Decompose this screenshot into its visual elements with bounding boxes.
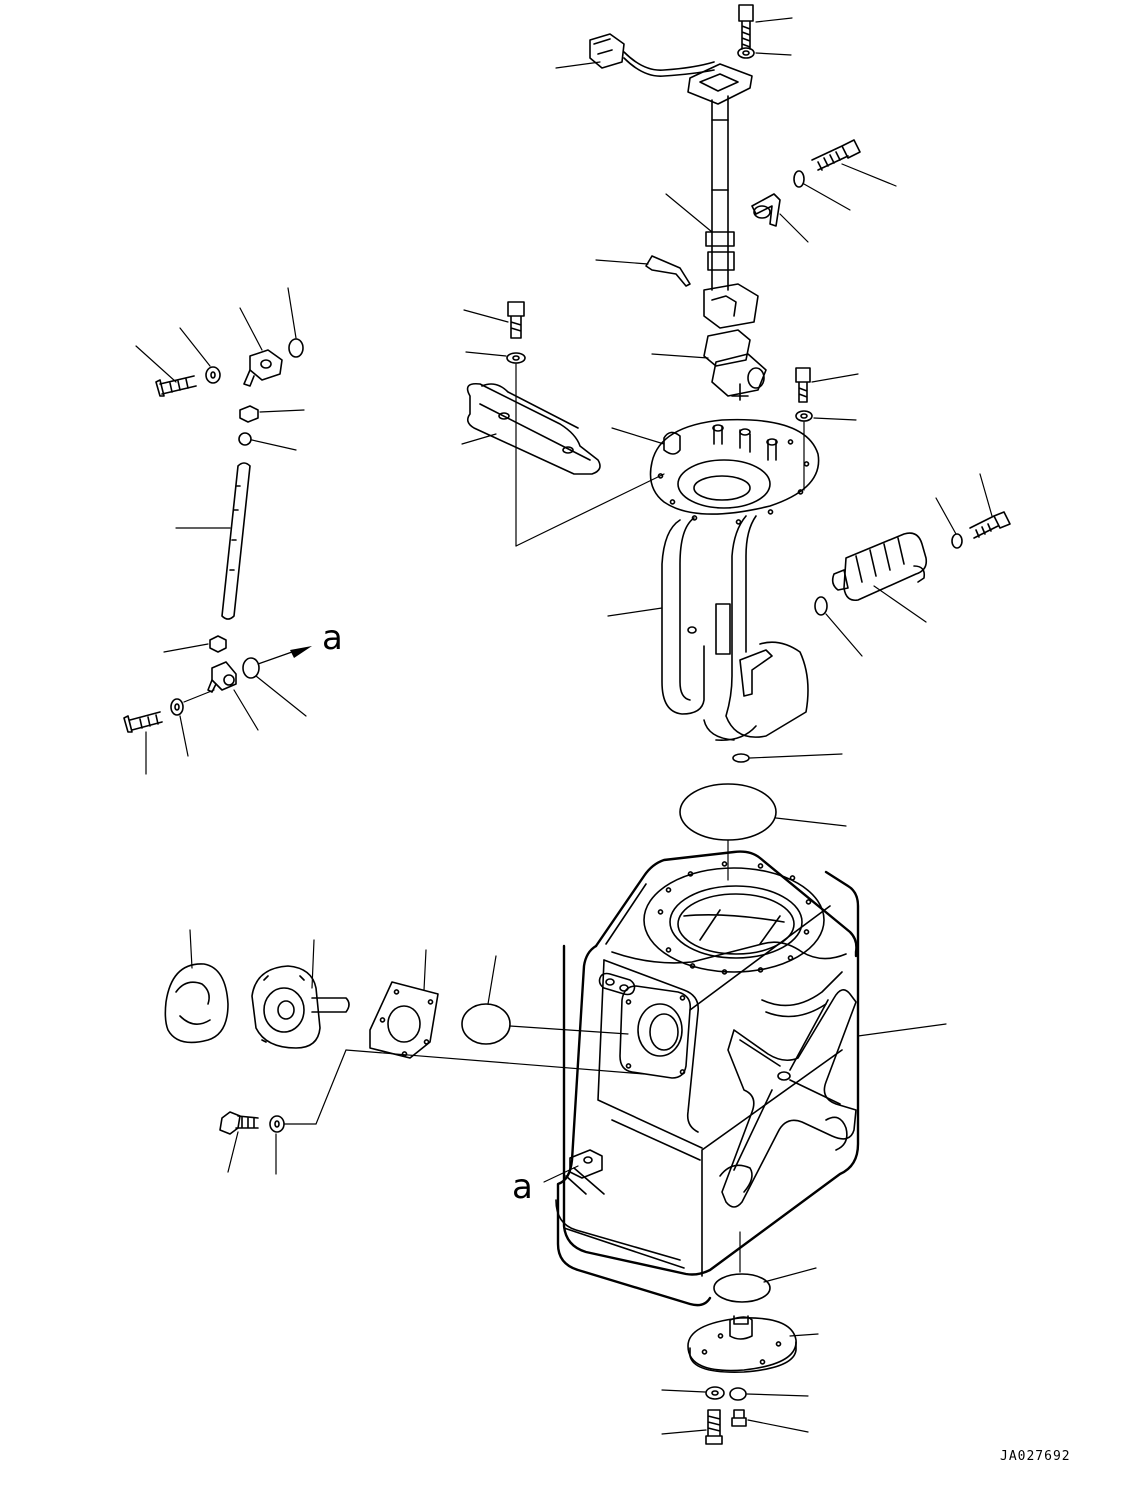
sensor-connector bbox=[555, 33, 715, 77]
leader-lower-left bbox=[283, 1049, 645, 1125]
tank-frame bbox=[607, 515, 809, 742]
sensor-mount-flange bbox=[611, 418, 820, 525]
bottom-washer bbox=[661, 1386, 725, 1400]
bottom-o-ring bbox=[729, 1387, 809, 1401]
pump-motor bbox=[251, 939, 350, 1049]
cover-cap bbox=[164, 929, 229, 1044]
clamp-left-lower bbox=[207, 661, 259, 731]
reference-label-a-upper: a bbox=[322, 618, 343, 658]
hydraulic-tank bbox=[555, 850, 860, 1307]
bolt-right-upper bbox=[811, 139, 897, 187]
sight-tube bbox=[175, 462, 251, 620]
bolt-heater bbox=[969, 473, 1011, 539]
clamp-left-upper bbox=[239, 307, 283, 387]
clip-right-upper bbox=[751, 193, 809, 243]
bolt-center-left bbox=[463, 301, 525, 339]
level-sensor-assembly bbox=[665, 63, 759, 329]
o-ring-left-upper bbox=[287, 287, 304, 358]
washer-heater bbox=[935, 497, 963, 549]
bottom-bolt bbox=[661, 1409, 723, 1445]
tank-leader bbox=[543, 1023, 947, 1183]
washer-left-upper bbox=[179, 327, 221, 384]
fitting-left-lower bbox=[163, 635, 227, 653]
bottom-plug bbox=[731, 1409, 809, 1433]
o-ring-small bbox=[732, 753, 843, 763]
handle-bar bbox=[461, 382, 601, 475]
leader-convergence bbox=[515, 363, 665, 547]
fitting-left-upper bbox=[239, 405, 305, 423]
nut-lower-left bbox=[269, 1115, 285, 1175]
bolt-left-lower bbox=[123, 711, 163, 775]
o-ring-heater bbox=[814, 596, 863, 657]
bolt-top bbox=[738, 4, 793, 50]
heater-element bbox=[831, 532, 928, 623]
drain-flange bbox=[687, 1315, 819, 1373]
bolt-flange-right bbox=[795, 367, 859, 403]
bracket-clip bbox=[595, 255, 691, 287]
washer-left-lower bbox=[170, 689, 215, 757]
drawing-code: JA027692 bbox=[1000, 1449, 1071, 1464]
gasket-large bbox=[679, 783, 847, 881]
ball-left-upper bbox=[238, 432, 297, 451]
washer-top bbox=[737, 47, 792, 59]
bolt-left-upper bbox=[135, 345, 197, 397]
gasket-side bbox=[461, 955, 629, 1045]
mounting-plate bbox=[369, 949, 439, 1059]
washer-flange-right bbox=[795, 410, 857, 491]
bolt-lower-left bbox=[219, 1111, 259, 1173]
reference-label-a-lower: a bbox=[512, 1167, 533, 1207]
bottom-gasket bbox=[713, 1231, 817, 1303]
valve-body bbox=[651, 329, 767, 401]
washer-right-upper bbox=[793, 170, 851, 211]
o-ring-left-lower bbox=[242, 646, 312, 717]
washer-center-left bbox=[465, 351, 526, 364]
